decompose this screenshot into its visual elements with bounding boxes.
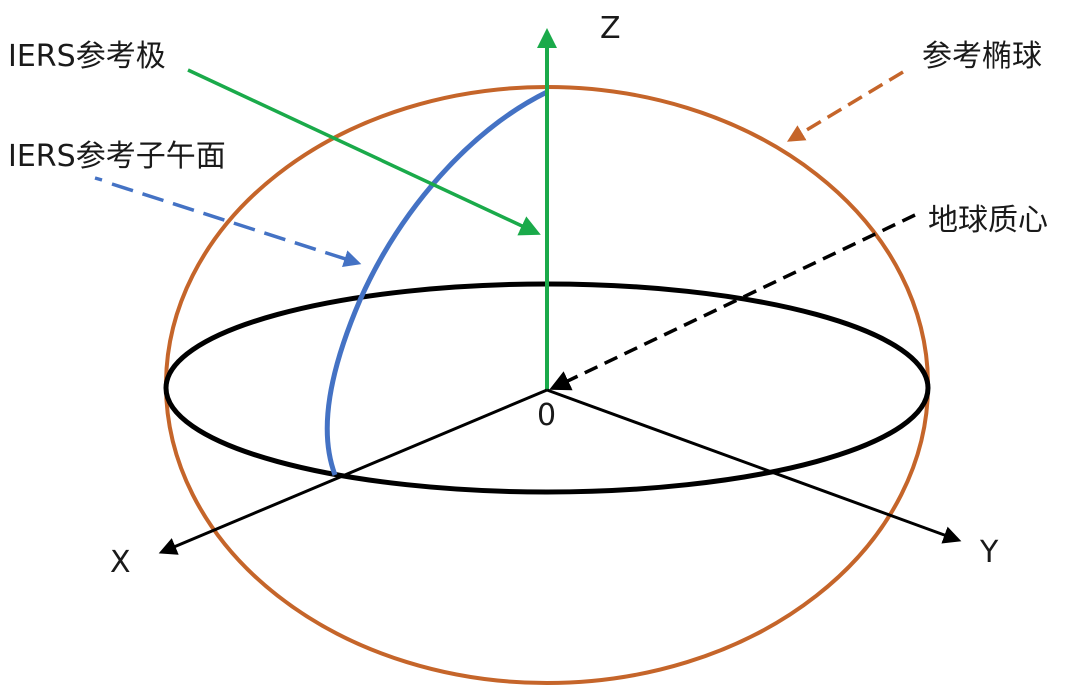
- x-axis: [158, 388, 548, 555]
- geocenter-pointer: [549, 213, 916, 391]
- label-geocenter: 地球质心: [928, 203, 1048, 238]
- y-axis: [546, 388, 962, 544]
- label-axis-x: X: [110, 545, 131, 580]
- label-ref-ellipsoid: 参考椭球: [922, 39, 1042, 74]
- label-ref-pole: IERS参考极: [8, 39, 166, 74]
- label-ref-meridian: IERS参考子午面: [8, 139, 226, 174]
- ref-ellipsoid-pointer: [787, 70, 904, 142]
- ref-meridian-pointer: [94, 176, 358, 263]
- reference-meridian-arc: [324, 89, 549, 476]
- label-origin: 0: [537, 398, 556, 433]
- ref-pole-pointer: [187, 68, 541, 236]
- label-axis-y: Y: [979, 535, 999, 570]
- label-axis-z: Z: [600, 11, 621, 46]
